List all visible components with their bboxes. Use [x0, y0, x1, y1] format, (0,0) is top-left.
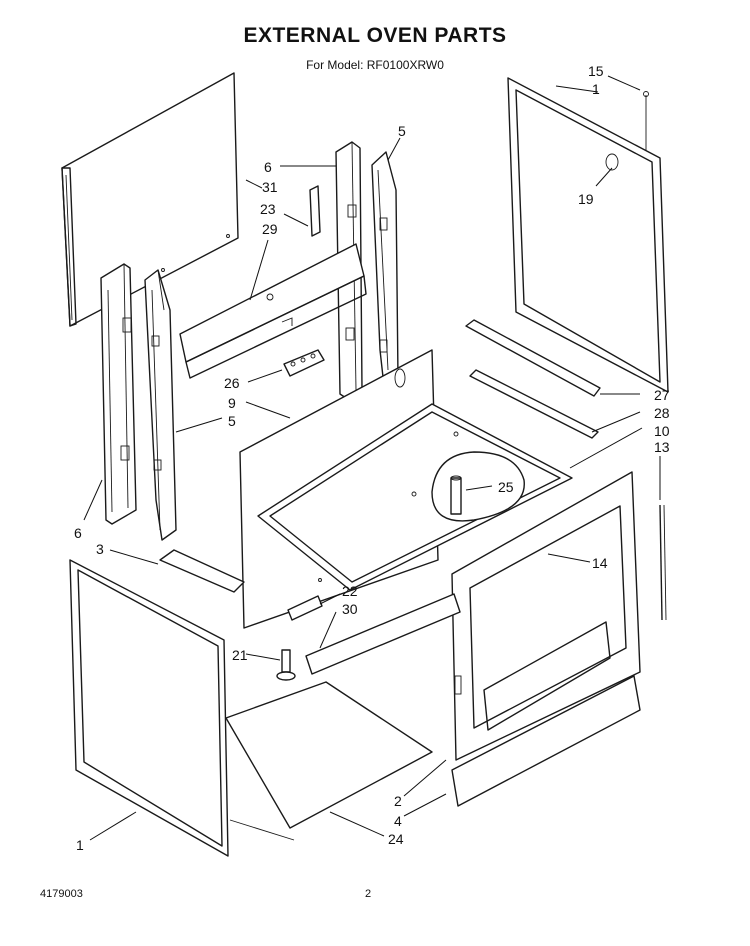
- strip-13: [659, 504, 667, 621]
- rail-27: [465, 319, 601, 397]
- document-number: 4179003: [40, 888, 83, 900]
- bottom-pan-24: [225, 681, 433, 841]
- callout-24: 24: [388, 831, 404, 847]
- callout-26: 26: [224, 375, 240, 391]
- strip-23: [309, 185, 321, 237]
- trim-strip-4: [451, 675, 641, 807]
- front-frame-14: [451, 471, 641, 761]
- burner-25: [431, 451, 525, 522]
- callout-14: 14: [592, 555, 608, 571]
- side-bracket-5-left: [144, 269, 177, 541]
- rear-brace-29: [179, 243, 367, 379]
- page-title: EXTERNAL OVEN PARTS: [243, 24, 507, 47]
- callout-30: 30: [342, 601, 358, 617]
- callout-1-top: 1: [592, 81, 600, 97]
- callout-5-top: 5: [398, 123, 406, 139]
- rail-28: [469, 369, 599, 439]
- terminal-block-26: [283, 349, 325, 377]
- callout-23: 23: [260, 201, 276, 217]
- door-frame-1-top: [507, 77, 669, 393]
- callout-29: 29: [262, 221, 278, 237]
- callout-22: 22: [342, 583, 358, 599]
- foot-21: [276, 649, 296, 681]
- page-number: 2: [365, 888, 372, 900]
- leader-lines: [83, 75, 661, 841]
- side-channel-6-left: [100, 263, 137, 525]
- model-subtitle: For Model: RF0100XRW0: [306, 58, 444, 72]
- callout-13: 13: [654, 439, 670, 455]
- callout-21: 21: [232, 647, 248, 663]
- callout-25: 25: [498, 479, 514, 495]
- callout-6-top: 6: [264, 159, 272, 175]
- support-30: [305, 593, 461, 675]
- callout-6-left: 6: [74, 525, 82, 541]
- callout-10: 10: [654, 423, 670, 439]
- callout-27: 27: [654, 387, 670, 403]
- callout-28: 28: [654, 405, 670, 421]
- callout-1-bottom: 1: [76, 837, 84, 853]
- callout-19: 19: [578, 191, 594, 207]
- callout-3: 3: [96, 541, 104, 557]
- screw-15: [643, 91, 649, 150]
- callout-2: 2: [394, 793, 402, 809]
- lower-rail-3: [159, 549, 245, 593]
- callout-9: 9: [228, 395, 236, 411]
- side-bracket-5-right: [371, 151, 399, 387]
- back-panel-31: [61, 72, 239, 327]
- side-panel-1-bottom: [69, 559, 229, 857]
- bracket-22: [287, 595, 323, 621]
- callout-15: 15: [588, 63, 604, 79]
- callout-4: 4: [394, 813, 402, 829]
- oven-bottom-10: [257, 403, 573, 591]
- callout-31: 31: [262, 179, 278, 195]
- callout-5-mid: 5: [228, 413, 236, 429]
